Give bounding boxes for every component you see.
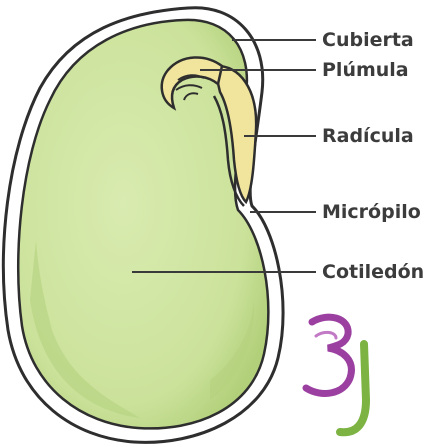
label-cotiledon: Cotiledón — [322, 263, 424, 282]
label-micropilo: Micrópilo — [322, 203, 421, 222]
label-plumula: Plúmula — [322, 61, 409, 80]
label-radicula: Radícula — [322, 127, 414, 146]
logo-mark — [306, 317, 366, 432]
label-cubierta: Cubierta — [322, 31, 414, 50]
